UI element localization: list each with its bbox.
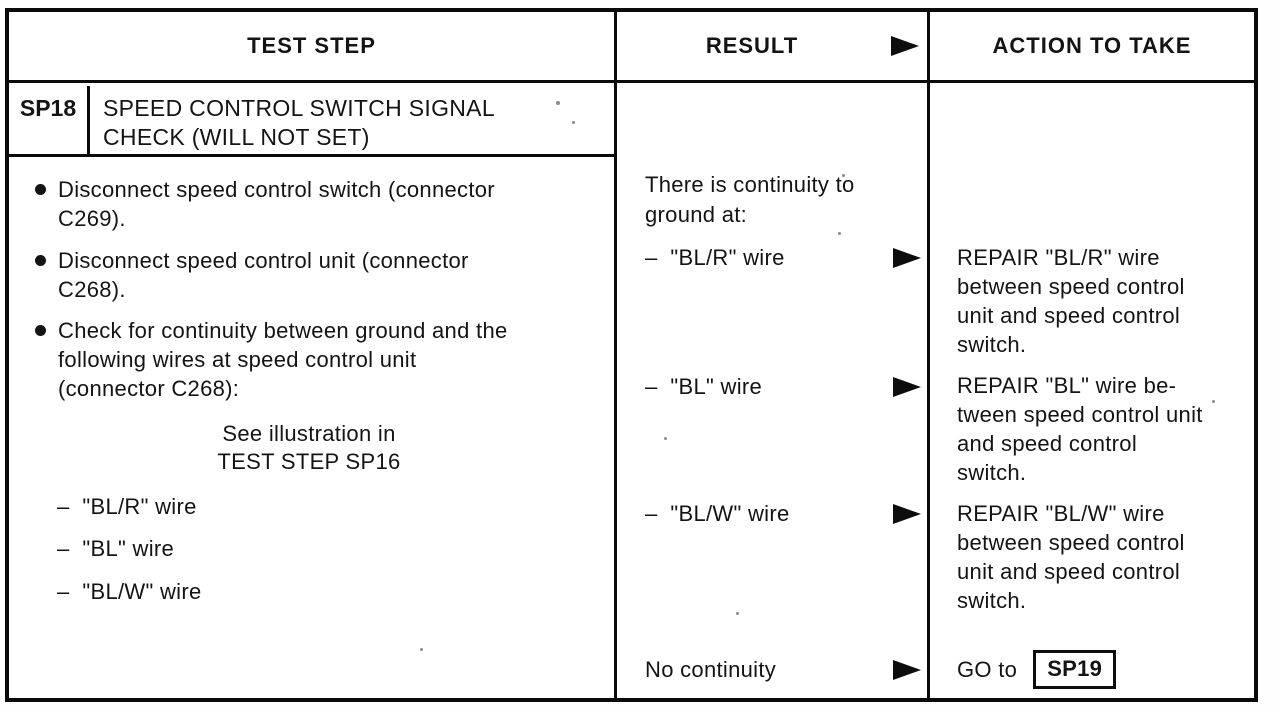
result-item-bl: – "BL" wire — [645, 374, 763, 399]
scan-speck — [572, 121, 575, 124]
scan-speck — [842, 174, 845, 177]
step-id: SP18 — [19, 95, 77, 121]
header-result: RESULT — [705, 33, 799, 58]
action-repair-blr: REPAIR "BL/R" wire between speed control… — [957, 245, 1185, 357]
bullet-icon — [35, 184, 46, 195]
scan-speck — [420, 648, 423, 651]
procedure-bullet-disconnect-unit: Disconnect speed control unit (connector… — [35, 246, 605, 304]
scan-speck — [838, 232, 841, 235]
column-divider-test-result — [614, 12, 617, 698]
header-test-step: TEST STEP — [247, 33, 376, 58]
action-repair-bl: REPAIR "BL" wire be- tween speed control… — [957, 373, 1203, 485]
header-arrow-icon — [891, 36, 919, 56]
goto-label: GO to — [957, 656, 1018, 682]
result-arrow-icon — [893, 248, 921, 268]
result-item-no-continuity: No continuity — [645, 657, 777, 682]
illustration-note: See illustration in TEST STEP SP16 — [217, 421, 401, 474]
wire-item-blw: – "BL/W" wire — [57, 579, 202, 604]
result-item-blw: – "BL/W" wire — [645, 501, 790, 526]
wire-item-bl: – "BL" wire — [57, 536, 175, 561]
procedure-bullet-text: Check for continuity between ground and … — [58, 318, 508, 401]
bullet-icon — [35, 255, 46, 266]
scan-speck — [556, 101, 560, 105]
step-title: SPEED CONTROL SWITCH SIGNAL CHECK (WILL … — [103, 95, 495, 150]
result-arrow-icon — [893, 377, 921, 397]
procedure-bullet-text: Disconnect speed control switch (connect… — [58, 177, 495, 231]
test-step-table: TEST STEP RESULT ACTION TO TAKE SP18 SPE… — [5, 8, 1258, 702]
procedure-bullet-text: Disconnect speed control unit (connector… — [58, 248, 469, 302]
bullet-icon — [35, 325, 46, 336]
action-repair-blw: REPAIR "BL/W" wire between speed control… — [957, 501, 1185, 613]
goto-step-box: SP19 — [1033, 650, 1117, 689]
scan-speck — [736, 612, 739, 615]
result-intro: There is continuity to ground at: — [645, 172, 855, 227]
result-item-blr: – "BL/R" wire — [645, 245, 785, 270]
scan-speck — [1212, 400, 1215, 403]
wire-item-blr: – "BL/R" wire — [57, 494, 197, 519]
column-divider-result-action — [927, 12, 930, 698]
scan-speck — [664, 437, 667, 440]
step-title-rule — [9, 154, 614, 157]
goto-row: GO to SP19 — [957, 650, 1117, 689]
header-rule — [9, 80, 1254, 83]
procedure-bullet-disconnect-switch: Disconnect speed control switch (connect… — [35, 175, 605, 233]
procedure-bullet-check-continuity: Check for continuity between ground and … — [35, 316, 605, 403]
step-id-divider — [87, 86, 90, 154]
result-arrow-icon — [893, 504, 921, 524]
result-arrow-icon — [893, 660, 921, 680]
header-action-to-take: ACTION TO TAKE — [992, 33, 1192, 58]
